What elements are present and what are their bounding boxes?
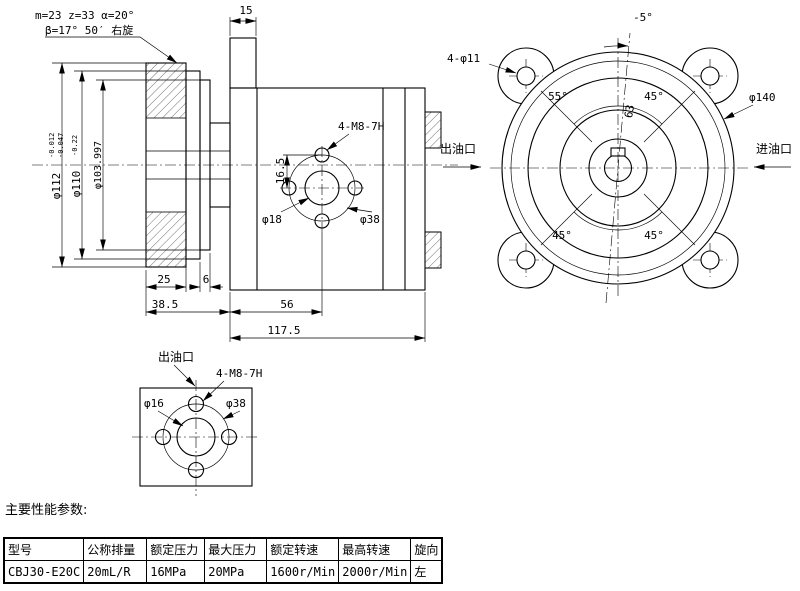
tilt-angle-label: -5° — [633, 11, 653, 24]
dim-dia110-tol: -0.22 — [71, 135, 79, 156]
dim-dia103: φ103.997 — [93, 141, 104, 189]
dim-15: 15 — [239, 4, 252, 17]
cell-max-speed: 2000r/Min — [338, 560, 412, 584]
upper-port-block — [424, 111, 442, 149]
performance-table: 型号 公称排量 额定压力 最大压力 额定转速 最高转速 旋向 CBJ30-E20… — [3, 537, 444, 584]
cell-displacement: 20mL/R — [83, 560, 148, 584]
angle-45-upper-label: 45° — [644, 90, 664, 103]
dim-63: 63 — [622, 104, 637, 119]
header-rated-speed: 额定转速 — [266, 537, 340, 561]
outlet-port-label: 出油口 — [440, 142, 476, 156]
lower-port-block — [424, 231, 442, 269]
pump-body-side — [229, 37, 442, 291]
header-max-speed: 最高转速 — [338, 537, 412, 561]
header-rated-pressure: 额定压力 — [146, 537, 206, 561]
front-view: 4-φ11 φ140 -5° 55° 45° 63 45° 45° 出油口 进油… — [440, 11, 792, 304]
dim-16-5: 16.5 — [274, 158, 287, 185]
header-rotation: 旋向 — [410, 537, 443, 561]
section-title: 主要性能参数: — [5, 503, 88, 518]
port-bore — [304, 170, 340, 206]
table-data-row: CBJ30-E20C 20mL/R 16MPa 20MPa 1600r/Min … — [3, 560, 443, 584]
cell-model: CBJ30-E20C — [3, 560, 85, 584]
dim-dia18: φ18 — [262, 213, 282, 226]
dim-dia112-tol-lower: -0.047 — [57, 133, 65, 158]
side-view-dimensions: m=23 z=33 α=20° β=17° 50′ 右旋 15 φ112 -0.… — [35, 4, 426, 342]
dim-dia140: φ140 — [749, 91, 776, 104]
cell-rated-pressure: 16MPa — [146, 560, 206, 584]
dim-dia16: φ16 — [144, 397, 164, 410]
angle-45-lower-right-label: 45° — [644, 229, 664, 242]
performance-table-wrap: 型号 公称排量 额定压力 最大压力 额定转速 最高转速 旋向 CBJ30-E20… — [3, 537, 444, 584]
gear-note-line1: m=23 z=33 α=20° — [35, 9, 134, 22]
angle-55-label: 55° — [548, 90, 568, 103]
body-outline — [229, 87, 426, 291]
mount-holes-label: 4-φ11 — [447, 52, 480, 65]
dim-dia110: φ110 — [70, 171, 83, 198]
dim-6: 6 — [203, 273, 210, 286]
top-boss — [229, 37, 257, 89]
bottom-port-thread-label: 4-M8-7H — [216, 367, 262, 380]
header-displacement: 公称排量 — [83, 537, 148, 561]
tilted-centerline — [605, 32, 631, 304]
side-port-face — [280, 146, 364, 232]
dim-117-5: 117.5 — [267, 324, 300, 337]
dim-dia38: φ38 — [360, 213, 380, 226]
dim-dia112-tol-upper: -0.012 — [48, 133, 56, 158]
dim-25: 25 — [157, 273, 170, 286]
header-model: 型号 — [3, 537, 85, 561]
cell-rotation: 左 — [410, 560, 443, 584]
cell-rated-speed: 1600r/Min — [266, 560, 340, 584]
cell-max-pressure: 20MPa — [204, 560, 268, 584]
gear-note-line2: β=17° 50′ 右旋 — [45, 23, 133, 37]
table-header-row: 型号 公称排量 额定压力 最大压力 额定转速 最高转速 旋向 — [3, 537, 443, 561]
dim-56: 56 — [280, 298, 293, 311]
angle-45-lower-left-label: 45° — [552, 229, 572, 242]
bottom-port-view: 出油口 4-M8-7H φ16 φ38 — [132, 350, 262, 496]
inlet-port-label: 进油口 — [756, 142, 792, 156]
bottom-bolt-circle — [162, 403, 230, 471]
dim-dia38-bottom: φ38 — [226, 397, 246, 410]
bottom-port-bore — [176, 417, 216, 457]
mount-holes — [509, 59, 727, 277]
header-max-pressure: 最大压力 — [204, 537, 268, 561]
dim-dia112: φ112 — [50, 173, 63, 200]
side-view: m=23 z=33 α=20° β=17° 50′ 右旋 15 φ112 -0.… — [32, 4, 458, 342]
dim-38-5: 38.5 — [152, 298, 179, 311]
bottom-outlet-label: 出油口 — [158, 350, 194, 364]
port-thread-label: 4-M8-7H — [338, 120, 384, 133]
